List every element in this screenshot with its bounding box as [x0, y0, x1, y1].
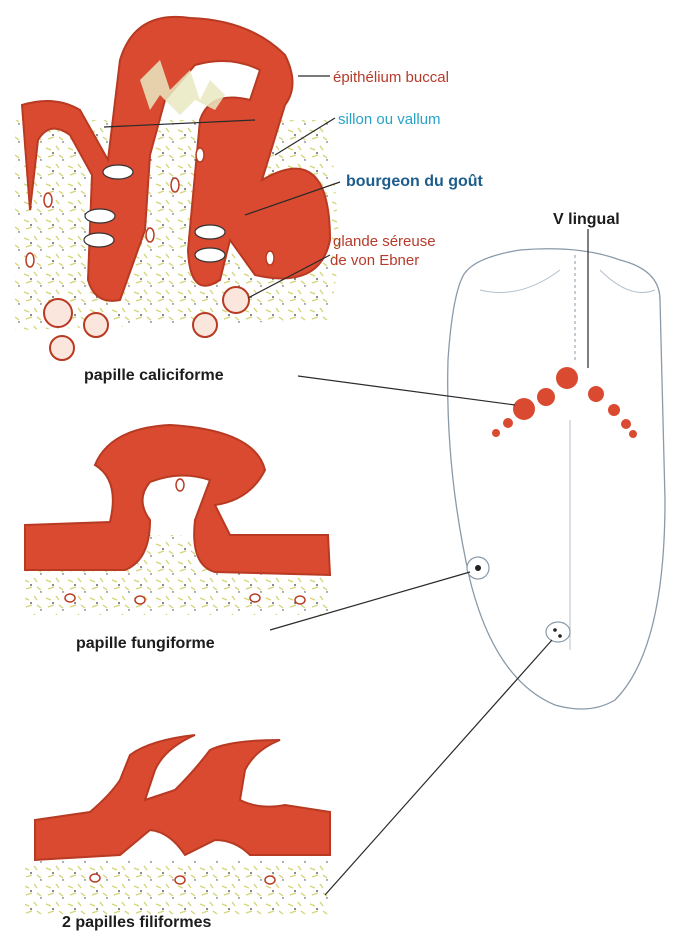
label-sillon-ou-vallum: sillon ou vallum — [338, 112, 441, 127]
label-bourgeon-du-gout: bourgeon du goût — [346, 174, 483, 190]
label-2-papilles-filiformes: 2 papilles filiformes — [62, 915, 211, 931]
papille-fungiforme-drawing — [25, 425, 330, 615]
papille-caliciforme-drawing — [15, 17, 340, 360]
taste-bud — [84, 233, 114, 247]
label-papille-fungiforme: papille fungiforme — [76, 636, 215, 652]
connective-tissue — [25, 860, 330, 915]
filiformes-epithelium — [35, 735, 330, 860]
papilles-filiformes-drawing — [25, 735, 330, 915]
taste-bud — [85, 209, 115, 223]
circumvallate-papillae — [492, 367, 637, 438]
taste-bud — [195, 248, 225, 262]
label-v-lingual: V lingual — [553, 212, 620, 228]
label-papille-caliciforme: papille caliciforme — [84, 368, 224, 384]
label-glande-sereuse: glande séreuse — [333, 234, 436, 249]
filiform-papilla-marker — [546, 622, 570, 642]
taste-bud — [103, 165, 133, 179]
label-de-von-ebner: de von Ebner — [330, 253, 419, 268]
taste-bud — [195, 225, 225, 239]
label-epithelium-buccal: épithélium buccal — [333, 70, 449, 85]
